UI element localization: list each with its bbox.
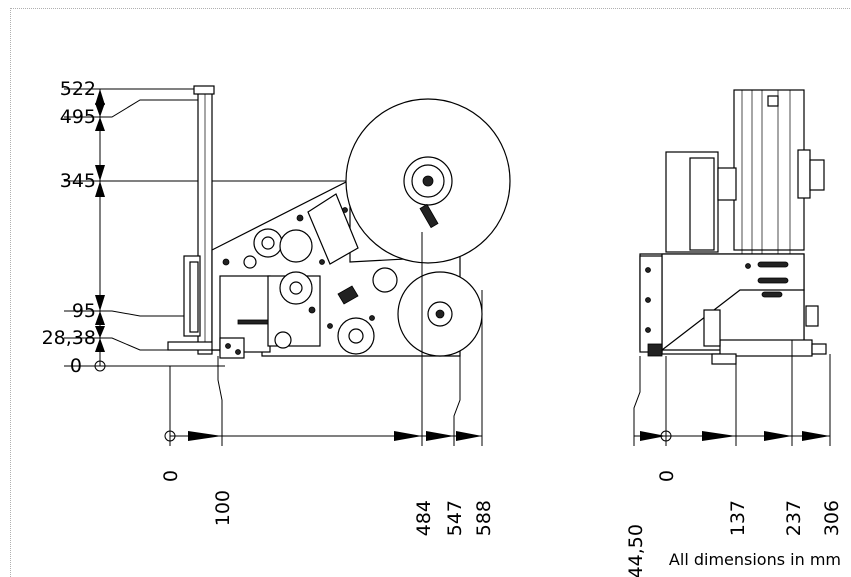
side-horizontal-dimension-chain — [633, 340, 831, 446]
dim-label-495: 495 — [60, 106, 96, 128]
dim-label-484: 484 — [413, 500, 435, 536]
dim-label-95: 95 — [72, 300, 96, 322]
front-view-machine — [167, 85, 511, 359]
dim-label-0-side: 0 — [656, 470, 678, 482]
dim-label-100: 100 — [212, 490, 234, 526]
page-border — [10, 8, 851, 577]
dim-label-137: 137 — [727, 500, 749, 536]
front-vertical-dimension-chain — [64, 88, 440, 372]
side-view-machine — [639, 89, 827, 365]
dim-label-547: 547 — [444, 500, 466, 536]
dim-label-306: 306 — [821, 500, 843, 536]
dim-label-237: 237 — [783, 500, 805, 536]
front-horizontal-dimension-chain — [164, 232, 483, 446]
dim-label-0-horizontal: 0 — [160, 470, 182, 482]
dim-label-44-50: 44,50 — [625, 524, 647, 577]
dim-label-588: 588 — [473, 500, 495, 536]
dim-label-0-vertical: 0 — [70, 355, 82, 377]
dim-label-28-38: 28,38 — [42, 327, 96, 349]
dim-label-345: 345 — [60, 170, 96, 192]
dim-label-522: 522 — [60, 78, 96, 100]
units-note: All dimensions in mm — [668, 550, 841, 569]
